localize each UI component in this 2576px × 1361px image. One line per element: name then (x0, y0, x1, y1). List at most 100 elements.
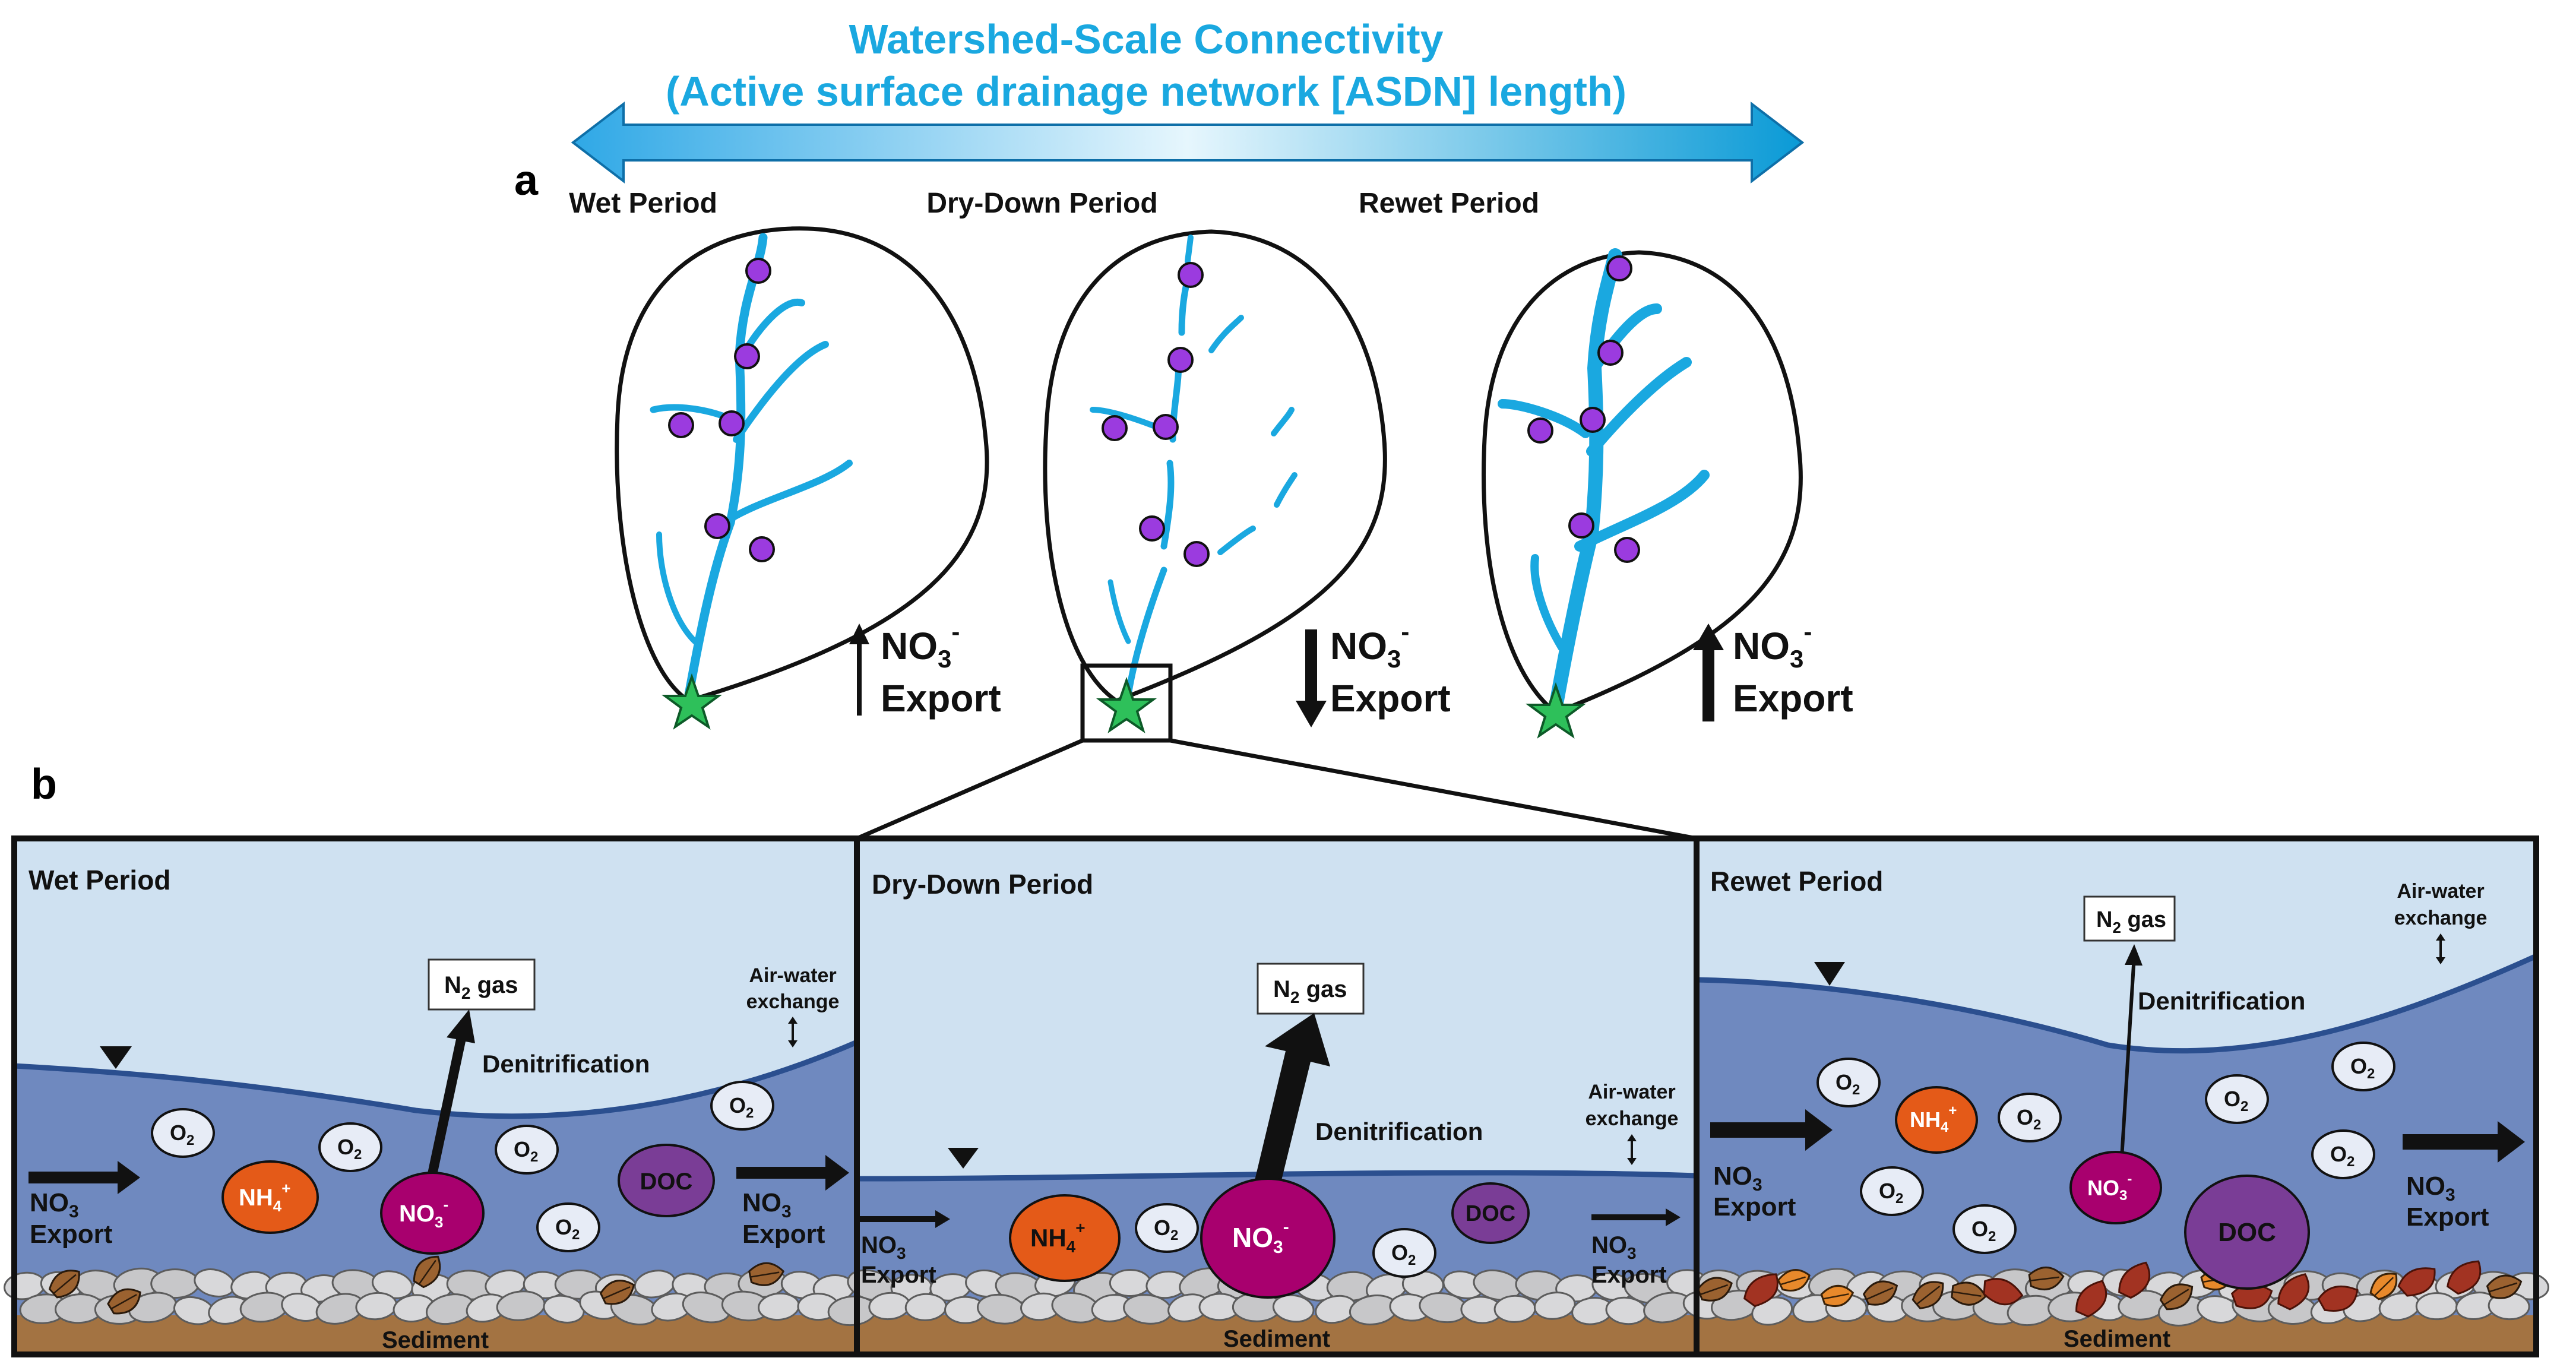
zoom-connector-left (856, 738, 1084, 841)
svg-text:O2: O2 (337, 1135, 362, 1163)
stream-network (1090, 235, 1298, 698)
svg-text:O2: O2 (729, 1093, 754, 1121)
export-out-word: Export (2406, 1202, 2489, 1232)
doc-bubble (618, 1144, 715, 1217)
n2-gas-box (1257, 963, 1365, 1015)
outlet-star (1525, 682, 1587, 739)
no3-text: NO (1330, 625, 1387, 667)
period-title: Wet Period (29, 865, 170, 895)
sampling-nodes (1527, 255, 1640, 563)
doc-bubble (1451, 1182, 1530, 1244)
export-arrow-in (860, 1210, 950, 1228)
up-arrow-icon (1693, 623, 1724, 721)
title-line-2: (Active surface drainage network [ASDN] … (666, 68, 1626, 115)
outlet-star (661, 673, 723, 730)
period-title: Dry-Down Period (872, 869, 1093, 900)
svg-text:NO3-: NO3- (881, 618, 960, 673)
sampling-nodes (668, 258, 775, 562)
export-label: Export (1733, 677, 1853, 720)
export-in-word: Export (861, 1262, 936, 1288)
nh4-label: NH4+ (1030, 1218, 1086, 1256)
doc-label: DOC (640, 1169, 693, 1195)
doc-label: DOC (1466, 1201, 1515, 1226)
svg-text:O2: O2 (1836, 1070, 1860, 1098)
svg-text:O2: O2 (170, 1121, 194, 1148)
watershed-outline (615, 226, 989, 703)
period-label-drydown-a: Dry-Down Period (926, 188, 1157, 219)
denitrification-arrow (1253, 1013, 1330, 1195)
denitrification-arrow (428, 1009, 475, 1175)
zoom-connector-right (1170, 738, 1697, 841)
drydown-contents: N2 gas Denitrification Air-water exchang… (860, 963, 1681, 1299)
export-out-no3: NO3 (1591, 1232, 1637, 1262)
watershed-drydown (1043, 229, 1387, 743)
no3-export-indicator-wet: NO3- Export (849, 618, 1001, 720)
export-out-no3: NO3 (742, 1188, 792, 1221)
watershed-outline (1482, 250, 1803, 715)
air-water-label-2: exchange (2394, 907, 2488, 929)
nh4-bubble (1009, 1194, 1121, 1282)
water-surface-line (1696, 953, 2537, 1054)
sediment-label-1: Sediment (382, 1327, 489, 1353)
nh4-label: NH4+ (1910, 1103, 1957, 1135)
export-in-no3: NO3 (861, 1232, 906, 1262)
title-line-1: Watershed-Scale Connectivity (849, 16, 1443, 62)
n2-gas-label: N2 gas (2096, 907, 2166, 936)
panel-b-label: b (31, 761, 57, 808)
svg-text:NO3-: NO3- (1733, 618, 1812, 673)
export-out-word: Export (742, 1220, 825, 1249)
outlet-star (1096, 676, 1157, 733)
sampling-nodes (1102, 262, 1210, 567)
water-surface-line (856, 1170, 1697, 1182)
export-out-no3: NO3 (2406, 1172, 2455, 1205)
air-water-label-2: exchange (1586, 1107, 1679, 1130)
denitrification-label: Denitrification (482, 1050, 650, 1078)
denitrification-arrow (2120, 944, 2143, 1158)
sediment-label-3: Sediment (2064, 1326, 2170, 1352)
double-arrow-icon (1627, 1134, 1637, 1165)
no3-label: NO3- (2087, 1171, 2132, 1204)
no3-sub: 3 (1387, 645, 1401, 673)
export-in-word: Export (30, 1220, 113, 1249)
no3-export-indicator-drydown: NO3- Export (1296, 618, 1451, 727)
up-arrow-icon (849, 623, 869, 716)
svg-text:O2: O2 (1971, 1217, 1996, 1245)
down-arrow-icon (1296, 629, 1327, 727)
svg-text:O2: O2 (2224, 1087, 2248, 1115)
water-table-marker-icon (1814, 962, 1845, 986)
cobble-rock (1493, 1294, 1537, 1324)
stream-network (650, 233, 853, 700)
connectivity-double-arrow (571, 101, 1805, 184)
export-label: Export (1330, 677, 1451, 720)
water-body (1697, 956, 2536, 1333)
sediment-label-2: Sediment (1223, 1326, 1330, 1352)
export-arrow-out (2403, 1121, 2525, 1163)
stream-network (1498, 248, 1710, 714)
no3-label: NO3- (1232, 1217, 1289, 1257)
period-label-wet-a: Wet Period (569, 188, 717, 219)
svg-text:O2: O2 (1391, 1240, 1416, 1268)
no3-export-indicator-rewet: NO3- Export (1693, 618, 1853, 721)
svg-text:O2: O2 (1879, 1179, 1903, 1207)
n2-gas-label: N2 gas (1273, 976, 1347, 1006)
export-arrow-out (1591, 1208, 1681, 1226)
air-water-label-1: Air-water (749, 964, 836, 987)
svg-text:O2: O2 (1154, 1216, 1178, 1243)
no3-label: NO3- (399, 1195, 448, 1231)
zoom-box (1080, 663, 1173, 743)
export-out-word: Export (1591, 1262, 1667, 1288)
period-label-rewet-a: Rewet Period (1359, 188, 1539, 219)
water-table-marker-icon (100, 1046, 132, 1069)
doc-label: DOC (2218, 1218, 2276, 1247)
no3-text: NO (881, 625, 938, 667)
nh4-label: NH4+ (239, 1179, 290, 1215)
period-title: Rewet Period (1710, 866, 1883, 897)
air-water-label-2: exchange (746, 990, 840, 1013)
o2-bubbles: O2 O2 (1135, 1203, 1436, 1278)
water-table-marker-icon (948, 1148, 979, 1169)
n2-gas-label: N2 gas (444, 972, 518, 1002)
watershed-wet (615, 226, 989, 730)
denitrification-label: Denitrification (2138, 987, 2305, 1015)
air-water-label-1: Air-water (1588, 1081, 1675, 1103)
denitrification-label: Denitrification (1315, 1118, 1483, 1145)
